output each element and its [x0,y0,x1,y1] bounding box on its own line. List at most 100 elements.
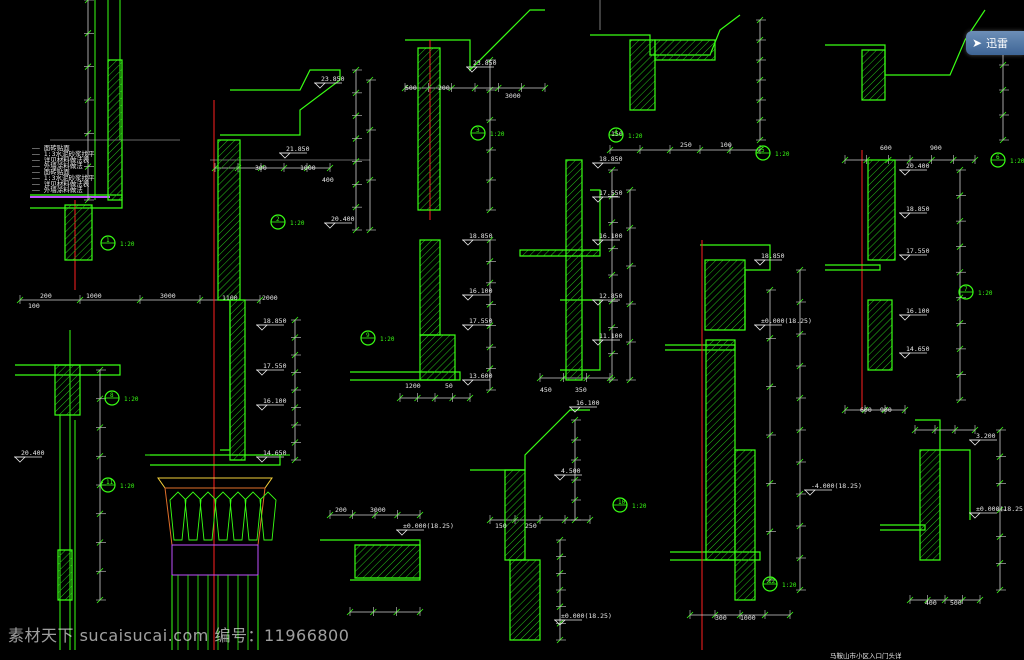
level-marker [969,439,981,446]
note-text: —— 详见材料做法表 [32,179,90,188]
acanthus-leaf [184,491,202,541]
level-marker [554,474,566,481]
thunder-logo-badge: ➤ 迅雷 [966,31,1024,55]
annotation-text: 100 [28,302,40,310]
detail-tag: 91:20 [360,330,395,346]
annotation-text: 1000 [86,292,102,300]
level-marker [314,82,326,89]
annotation-text: 200 [40,292,52,300]
level-marker [256,404,268,411]
level-label: 23.850 [473,59,497,67]
level-marker [592,196,604,203]
bird-logo-icon: ➤ [972,36,983,50]
section-outline [405,9,545,72]
note-text: —— 1:3水泥砂浆找平 [32,173,95,182]
detail-tag-scale: 1:20 [120,241,135,248]
level-marker [14,456,26,463]
level-marker [969,512,981,519]
detail-tag: 3 1:20 [470,125,505,141]
detail-tag-scale: 1:20 [380,336,395,343]
level-marker [256,324,268,331]
detail-tag: 121:20 [762,576,797,592]
acanthus-leaf [169,491,187,541]
detail-tag-number: 3 [476,127,480,134]
annotation-text: 200 [335,506,347,514]
annotation-text: 300 [715,614,727,622]
level-marker [462,239,474,246]
detail-tag-number: 2 [276,216,280,223]
level-label: 18.850 [263,317,287,325]
level-label: 18.850 [469,232,493,240]
detail-tag: 41:20 [608,127,643,143]
hatched-section [519,249,601,257]
detail-tag-number: 7 [964,286,968,293]
annotation-text: 100 [720,141,732,149]
level-marker [899,212,911,219]
level-label: 18.850 [761,252,785,260]
level-marker [279,152,291,159]
hatched-section [867,159,896,261]
level-label: 17.550 [906,247,930,255]
level-label: ±0.000(18.25) [976,505,1024,513]
annotation-text: 600 [880,144,892,152]
level-label: 18.850 [599,155,623,163]
level-marker [804,489,816,496]
level-marker [396,529,408,536]
level-label: 14.650 [906,345,930,353]
annotation-text: 50 [445,382,453,390]
level-label: 16.100 [576,399,600,407]
annotation-text: 200 [438,84,450,92]
annotation-text: 1000 [740,614,756,622]
annotation-text: 500 [405,84,417,92]
detail-tag-scale: 1:20 [775,151,790,158]
detail-tag-scale: 1:20 [490,131,505,138]
acanthus-leaf [199,491,217,541]
detail-tag: 71:20 [958,284,993,300]
level-label: ±0.000(18.25) [561,612,612,620]
annotation-text: 2000 [262,294,278,302]
level-marker [592,162,604,169]
annotation-text: 900 [880,406,892,414]
level-label: 11.100 [599,332,623,340]
note-text: —— 面砖贴面 [32,143,70,152]
hatched-section [565,159,583,381]
annotation-text: 3000 [370,506,386,514]
level-marker [592,239,604,246]
detail-tag-scale: 1:20 [1010,158,1024,165]
level-marker [256,456,268,463]
note-text: —— 外墙涂料做法 [32,161,83,170]
drawing-lines [14,0,1009,650]
detail-tag-scale: 1:20 [628,133,643,140]
detail-tag-number: 12 [768,578,776,585]
hatched-section [867,299,893,371]
annotation-text: 400 [322,176,334,184]
hatched-section [861,49,886,101]
hatched-section [629,39,656,111]
level-label: 3.200 [976,432,996,440]
annotation-text: 3000 [160,292,176,300]
note-text: —— 1:3水泥砂浆找平 [32,149,95,158]
level-marker [462,324,474,331]
level-label: 14.650 [263,449,287,457]
level-marker [899,314,911,321]
annotation-text: 1100 [222,294,238,302]
hatched-section [57,549,73,601]
level-label: 16.100 [469,287,493,295]
column-capital-detail [157,477,277,650]
level-label: 4.500 [561,467,581,475]
level-marker [256,369,268,376]
annotation-text: 900 [930,144,942,152]
detail-tag-number: 10 [618,499,626,506]
capital-abacus [157,477,273,489]
annotation-text: 350 [575,386,587,394]
hatched-section [54,364,81,416]
section-outline [825,9,986,76]
level-marker [899,254,911,261]
level-marker [462,294,474,301]
annotation-text: 400 [925,599,937,607]
annotation-text: 1200 [405,382,421,390]
level-marker [462,379,474,386]
annotation-text: 450 [540,386,552,394]
level-marker [592,299,604,306]
